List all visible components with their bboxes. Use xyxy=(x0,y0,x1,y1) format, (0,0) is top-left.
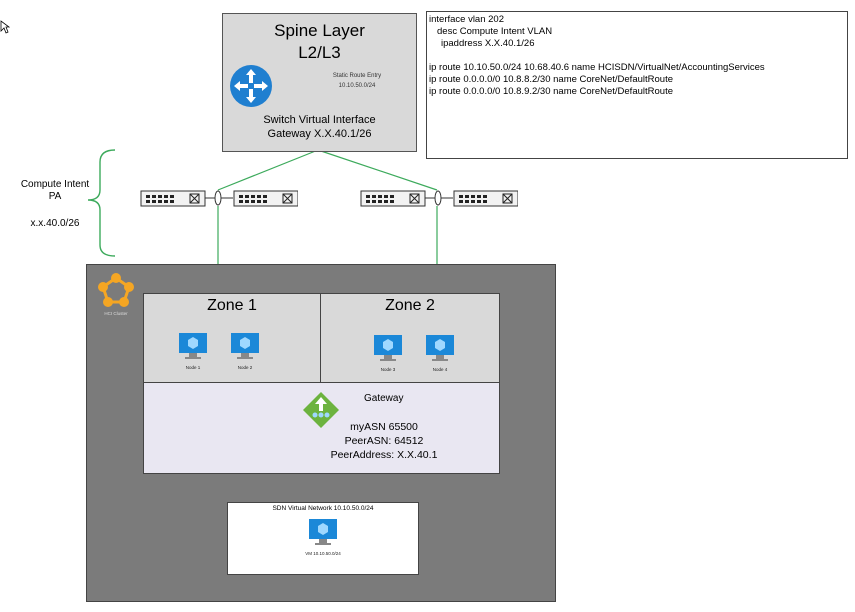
compute-intent-line1: Compute Intent xyxy=(20,179,90,190)
compute-intent-prefix: x.x.40.0/26 xyxy=(30,218,80,229)
svi-gateway: Gateway X.X.40.1/26 xyxy=(267,128,372,140)
gateway-bgp-info: myASN 65500 PeerASN: 64512 PeerAddress: … xyxy=(294,420,474,462)
mouse-cursor-icon xyxy=(0,20,10,34)
node-label: Node 1 xyxy=(185,365,201,370)
gateway-icon xyxy=(303,392,339,428)
switch-config-box: interface vlan 202 desc Compute Intent V… xyxy=(426,11,848,159)
monitor-icon xyxy=(231,333,259,359)
config-line: interface vlan 202 xyxy=(429,14,504,25)
vm-node: VM 10.10.50.0/24 xyxy=(298,518,348,556)
config-line: desc Compute Intent VLAN xyxy=(437,26,553,37)
cluster-icon xyxy=(98,273,134,307)
gateway-my-asn: myASN 65500 xyxy=(350,421,418,433)
node-label: Node 2 xyxy=(237,365,253,370)
gateway-peer-asn: PeerASN: 64512 xyxy=(344,435,424,447)
gateway-peer-address: PeerAddress: X.X.40.1 xyxy=(330,449,438,461)
config-line: ip route 0.0.0.0/0 10.8.8.2/30 name Core… xyxy=(429,74,673,85)
config-line: ip route 10.10.50.0/24 10.68.40.6 name H… xyxy=(429,62,765,73)
sdn-title: SDN Virtual Network 10.10.50.0/24 xyxy=(272,505,374,512)
svi-label: Switch Virtual Interface xyxy=(263,114,376,126)
zone-1-title: Zone 1 xyxy=(207,297,257,314)
switch-icon xyxy=(233,190,298,207)
sdn-virtual-network-box: SDN Virtual Network 10.10.50.0/24 VM 10.… xyxy=(227,502,419,575)
spine-layer-box: Spine Layer L2/L3 Static Route Entry 10.… xyxy=(222,13,417,152)
node-label: Node 3 xyxy=(380,367,396,372)
config-blank-line xyxy=(429,50,845,62)
compute-intent-label: Compute Intent PA xyxy=(5,179,105,203)
node-1: Node 1 xyxy=(178,332,208,370)
switch-icon xyxy=(360,190,426,207)
static-route-note: Static Route Entry 10.10.50.0/24 xyxy=(311,71,403,91)
cluster-label: HCI Cluster xyxy=(104,311,128,316)
node-4: Node 4 xyxy=(425,334,455,372)
zone-2-box: Zone 2 Node 3 Node 4 xyxy=(320,293,500,383)
node-3: Node 3 xyxy=(373,334,403,372)
vm-label: VM 10.10.50.0/24 xyxy=(305,551,341,556)
spine-title-line2: L2/L3 xyxy=(298,43,341,62)
switch-icon xyxy=(453,190,518,207)
node-label: Node 4 xyxy=(432,367,448,372)
switch-icon xyxy=(140,190,206,207)
gateway-box: Gateway myASN 65500 PeerASN: 64512 PeerA… xyxy=(143,382,500,474)
spine-to-switch-right xyxy=(317,149,438,191)
config-line: ipaddress X.X.40.1/26 xyxy=(441,38,535,49)
svi-info: Switch Virtual Interface Gateway X.X.40.… xyxy=(223,113,416,141)
monitor-icon xyxy=(179,333,207,359)
compute-intent-line2: PA xyxy=(48,191,62,202)
spine-title: Spine Layer L2/L3 xyxy=(223,20,416,64)
zone-1-box: Zone 1 Node 1 Node 2 xyxy=(143,293,321,383)
zone-2-title: Zone 2 xyxy=(385,297,435,314)
static-route-label: Static Route Entry xyxy=(332,73,382,79)
node-2: Node 2 xyxy=(230,332,260,370)
switch-pair-left xyxy=(140,190,298,207)
static-route-value: 10.10.50.0/24 xyxy=(338,83,376,89)
spine-title-line1: Spine Layer xyxy=(274,21,365,40)
switch-pair-right xyxy=(360,190,518,207)
monitor-icon xyxy=(426,335,454,361)
config-line: ip route 0.0.0.0/0 10.8.9.2/30 name Core… xyxy=(429,86,673,97)
router-icon xyxy=(230,65,272,107)
vm-monitor-icon xyxy=(309,519,337,545)
gateway-title: Gateway xyxy=(364,393,404,404)
monitor-icon xyxy=(374,335,402,361)
spine-to-switch-left xyxy=(217,149,319,191)
compute-intent-brace xyxy=(87,149,116,257)
